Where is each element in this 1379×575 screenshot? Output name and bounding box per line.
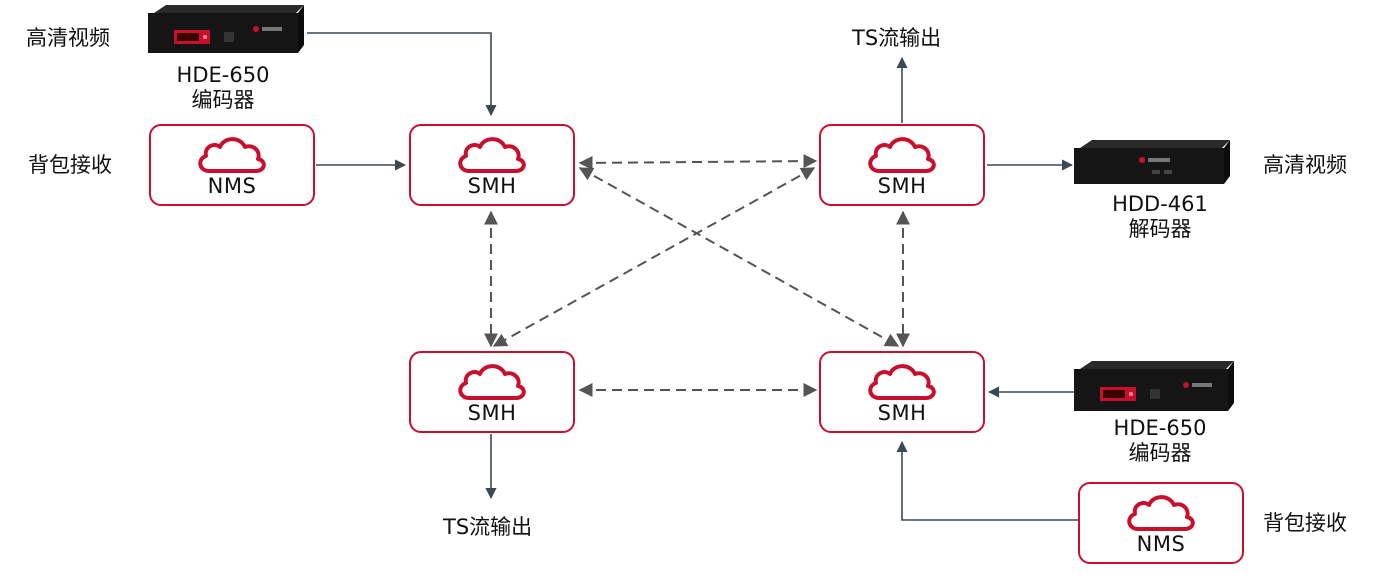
ts-output-top-label: TS流输出 — [852, 26, 942, 50]
node-label: NMS — [1136, 532, 1186, 556]
cloud-icon — [1127, 495, 1195, 531]
cloud-icon — [198, 137, 266, 173]
smh-node-top-left[interactable]: SMH — [409, 124, 575, 206]
cloud-icon — [868, 137, 936, 173]
nms-bottom-to-smh-br-line — [896, 440, 1078, 521]
backpack-receive-left-label: 背包接收 — [28, 153, 112, 177]
encoder-bottom-caption: HDE-650 编码器 — [1100, 416, 1220, 466]
hd-video-left-label: 高清视频 — [26, 26, 110, 50]
device-model: HDE-650 — [176, 63, 270, 87]
cloud-icon — [458, 364, 526, 400]
node-label: SMH — [467, 401, 517, 425]
device-type: 解码器 — [1128, 217, 1192, 241]
mesh-tl-tr-line — [578, 154, 818, 170]
cloud-icon — [458, 137, 526, 173]
node-label: SMH — [467, 174, 517, 198]
node-label: SMH — [877, 174, 927, 198]
backpack-receive-right-label: 背包接收 — [1263, 511, 1347, 535]
nms-node-bottom[interactable]: NMS — [1078, 482, 1244, 564]
encoder-top-caption: HDE-650 编码器 — [163, 63, 283, 113]
device-model: HDD-461 — [1112, 192, 1208, 216]
node-label: SMH — [877, 401, 927, 425]
smh-node-bottom-right[interactable]: SMH — [819, 351, 985, 433]
device-type: 编码器 — [1128, 441, 1192, 465]
decoder-right-caption: HDD-461 解码器 — [1100, 192, 1220, 242]
smh-node-bottom-left[interactable]: SMH — [409, 351, 575, 433]
hde-650-encoder-bottom-image — [1074, 361, 1234, 411]
node-label: NMS — [207, 174, 257, 198]
smh-node-top-right[interactable]: SMH — [819, 124, 985, 206]
mesh-tr-bl-line — [492, 167, 816, 347]
hde-650-encoder-top-image — [148, 5, 304, 53]
hdd-461-decoder-image — [1074, 140, 1230, 184]
ts-output-bottom-label: TS流输出 — [443, 515, 533, 539]
nms-node-top[interactable]: NMS — [149, 124, 315, 206]
device-type: 编码器 — [191, 88, 255, 112]
encoder-top-to-smh-tl-line — [307, 32, 497, 117]
hd-video-right-label: 高清视频 — [1263, 153, 1347, 177]
cloud-icon — [868, 364, 936, 400]
device-model: HDE-650 — [1113, 416, 1207, 440]
